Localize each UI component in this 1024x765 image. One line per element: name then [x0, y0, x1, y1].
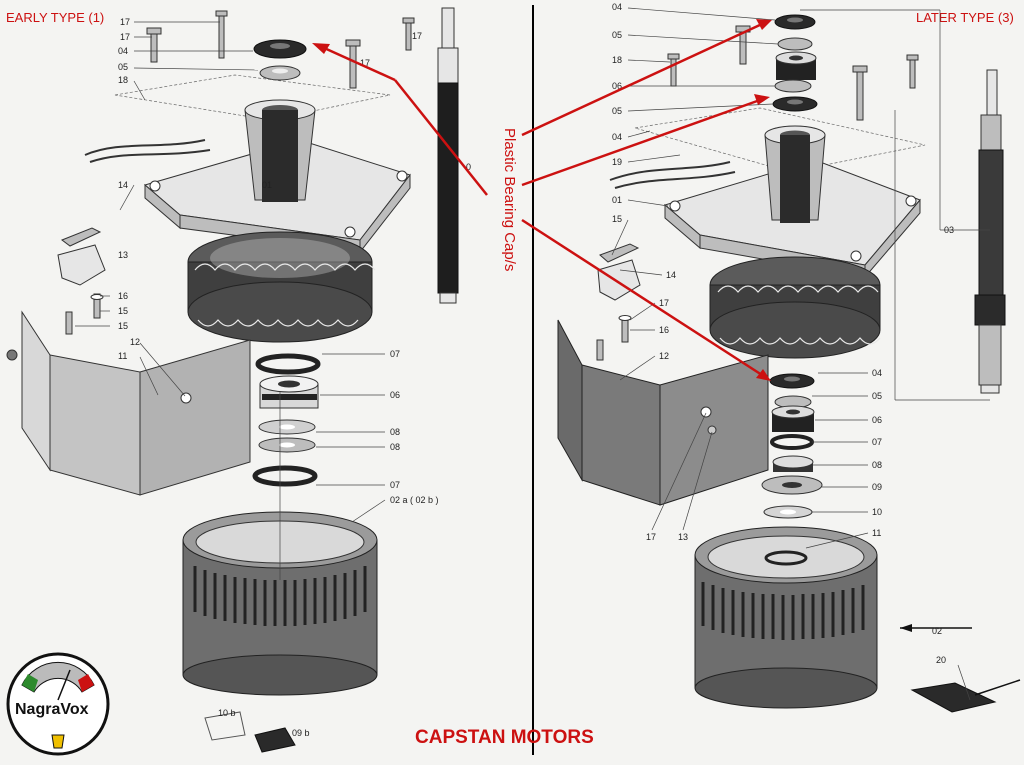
- left-label-0: 0: [466, 162, 471, 172]
- left-label-14: 14: [118, 180, 128, 190]
- logo-yellow-indicator: [51, 734, 65, 749]
- left-label-07b: 07: [390, 480, 400, 490]
- left-label-16: 16: [118, 291, 128, 301]
- left-label-18: 18: [118, 75, 128, 85]
- left-label-13: 13: [118, 250, 128, 260]
- right-label-16: 16: [659, 325, 669, 335]
- left-screws: [146, 10, 415, 89]
- left-part-10b: [204, 711, 246, 741]
- left-label-06: 06: [390, 390, 400, 400]
- right-heading: LATER TYPE (3): [916, 10, 1014, 25]
- left-label-17d: 17: [412, 31, 422, 41]
- nagravox-logo: NagraVox: [6, 652, 110, 756]
- annotation-arrows: [312, 19, 772, 381]
- left-heading: EARLY TYPE (1): [6, 10, 104, 25]
- left-label-15a: 15: [118, 306, 128, 316]
- left-label-17b: 17: [120, 32, 130, 42]
- left-stator: [187, 231, 376, 343]
- left-label-09b: 09 b: [292, 728, 310, 738]
- right-bearing-stack: [761, 373, 823, 519]
- right-top-stack: [772, 14, 818, 112]
- logo-red-zone: [78, 674, 94, 692]
- left-label-11: 11: [118, 351, 127, 361]
- right-gasket-19: [634, 107, 926, 173]
- right-label-12: 12: [659, 351, 669, 361]
- right-label-04c: 04: [872, 368, 882, 378]
- annotation-label: Plastic Bearing Cap/s: [501, 128, 518, 271]
- right-label-05b: 05: [612, 106, 622, 116]
- left-label-07a: 07: [390, 349, 400, 359]
- right-label-06a: 06: [612, 81, 622, 91]
- right-diagram: LATER TYPE (3): [557, 2, 1021, 713]
- logo-green-zone: [22, 674, 38, 692]
- left-label-12: 12: [130, 337, 140, 347]
- right-label-06b: 06: [872, 415, 882, 425]
- right-label-05a: 05: [612, 30, 622, 40]
- right-label-15: 15: [612, 214, 622, 224]
- right-bracket-14: [596, 243, 641, 361]
- right-label-04a: 04: [612, 2, 622, 12]
- right-label-14: 14: [666, 270, 676, 280]
- right-frame-01: [663, 125, 921, 279]
- right-label-10: 10: [872, 507, 882, 517]
- right-label-04b: 04: [612, 132, 622, 142]
- right-screws: [667, 25, 919, 121]
- right-label-08: 08: [872, 460, 882, 470]
- right-label-05c: 05: [872, 391, 882, 401]
- left-diagram: EARLY TYPE (1): [6, 7, 471, 753]
- caption: CAPSTAN MOTORS: [415, 727, 594, 748]
- logo-text: NagraVox: [15, 701, 89, 718]
- right-stator: [709, 256, 881, 359]
- left-frame-01: [143, 99, 411, 254]
- right-label-20: 20: [936, 655, 946, 665]
- left-label-01: 01: [262, 180, 272, 190]
- left-label-17c: 17: [360, 58, 370, 68]
- right-label-02: 02: [932, 626, 942, 636]
- right-label-11: 11: [872, 528, 881, 538]
- left-label-08b: 08: [390, 442, 400, 452]
- left-part-09b: [254, 727, 296, 753]
- right-label-17b: 17: [646, 532, 656, 542]
- right-label-07: 07: [872, 437, 882, 447]
- left-label-15b: 15: [118, 321, 128, 331]
- right-label-09: 09: [872, 482, 882, 492]
- left-shield-11: [6, 310, 251, 496]
- right-rotor-02: [694, 526, 878, 709]
- right-label-13: 13: [678, 532, 688, 542]
- left-label-04: 04: [118, 46, 128, 56]
- left-bracket-13: [57, 227, 106, 335]
- left-gasket-18: [114, 74, 391, 121]
- right-label-01: 01: [612, 195, 622, 205]
- right-label-03: 03: [944, 225, 954, 235]
- logo-needle: [57, 669, 71, 701]
- left-label-08a: 08: [390, 427, 400, 437]
- right-label-19: 19: [612, 157, 622, 167]
- left-bearing-stack: [252, 353, 321, 487]
- right-part-20: [910, 682, 997, 713]
- right-shield-12: [557, 319, 769, 506]
- left-capstan-shaft: [437, 7, 459, 304]
- right-capstan-shaft-03: [974, 69, 1006, 394]
- left-label-02: 02 a ( 02 b ): [390, 495, 439, 505]
- left-label-05: 05: [118, 62, 128, 72]
- right-label-17a: 17: [659, 298, 669, 308]
- left-label-10b: 10 b: [218, 708, 236, 718]
- right-label-18: 18: [612, 55, 622, 65]
- left-label-17a: 17: [120, 17, 130, 27]
